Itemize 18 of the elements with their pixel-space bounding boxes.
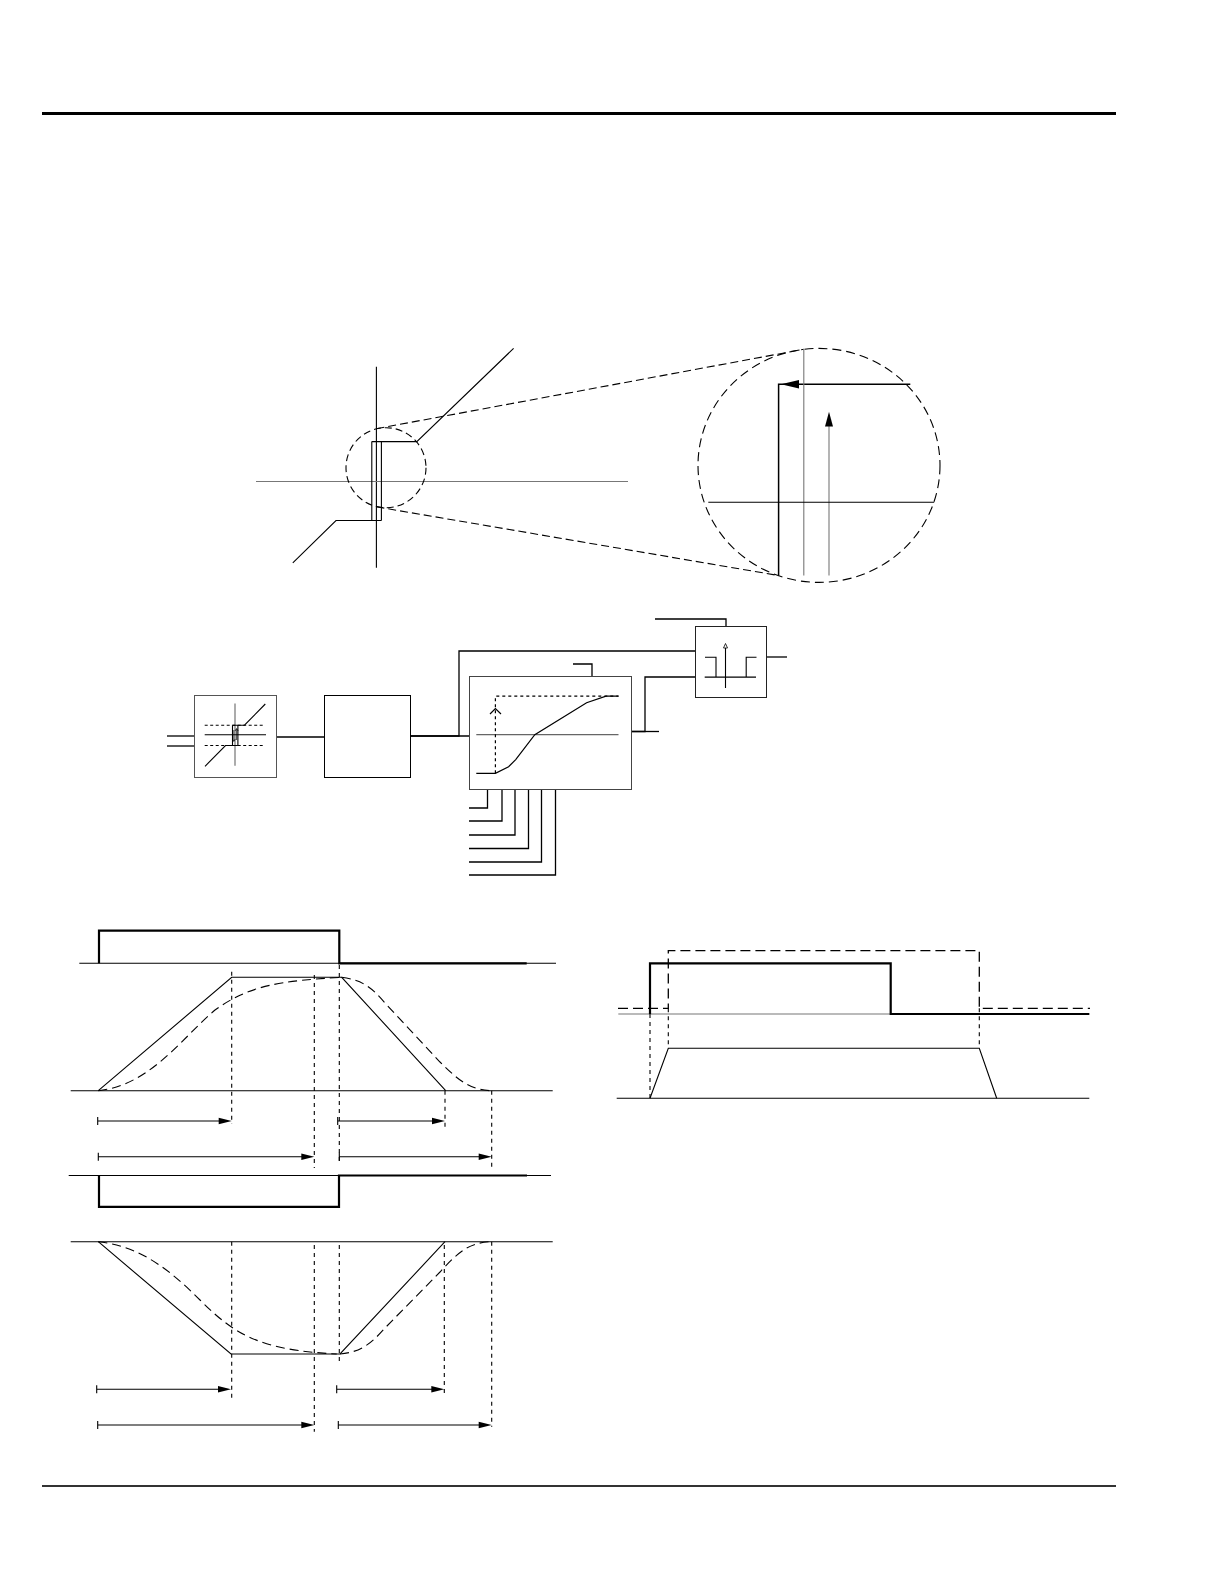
connector-line [572,663,593,677]
connector-line [654,618,727,627]
connector-line [468,789,557,876]
function-block [469,676,632,790]
connector-line [468,789,543,863]
connector-line [766,656,788,658]
function-block [695,626,767,698]
function-block [324,695,411,778]
connector-line [410,650,696,737]
connector-line [166,745,195,747]
connector-line [631,730,660,733]
connector-line [276,736,325,738]
connector-line [468,789,530,850]
connector-line [166,735,195,737]
connector-line [468,789,489,809]
connector-line [468,789,516,836]
function-block [194,695,277,778]
connector-line [468,789,503,822]
